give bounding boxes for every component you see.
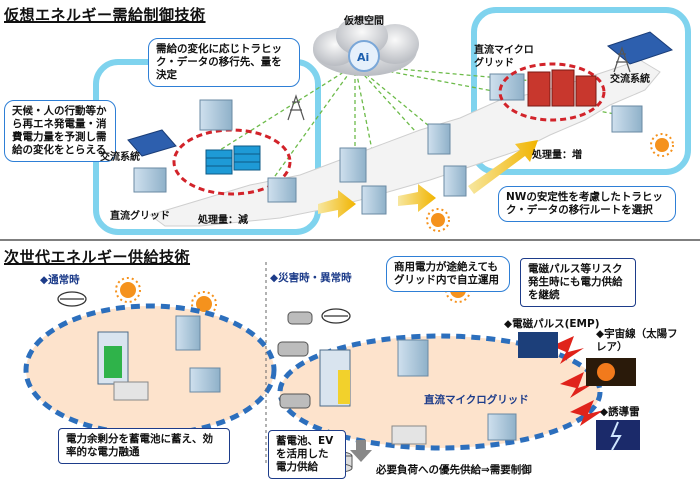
server-rack-icon <box>527 69 597 107</box>
traffic-callout: 需給の変化に応じトラヒック・データの移行先、量を決定 <box>148 38 300 87</box>
left-datacenter-ring <box>172 128 292 196</box>
risk-solar-flare: ◆宇宙線（太陽フレア） <box>596 328 678 353</box>
tower-icon <box>287 46 631 121</box>
left-ac-label: 交流系統 <box>100 152 140 163</box>
left-load-label: 処理量：減 <box>198 215 248 226</box>
emp-image <box>518 332 558 358</box>
building-icon <box>113 315 517 445</box>
emp-callout: 電磁パルス等リスク発生時にも電力供給を継続 <box>520 258 636 307</box>
migration-arrows <box>318 140 538 218</box>
route-callout: NWの安定性を考慮したトラヒック・データの移行ルートを選択 <box>498 186 676 222</box>
microgrid-area <box>280 336 600 448</box>
microgrid-loop <box>277 333 603 451</box>
normal-heading: ◆通常時 <box>40 274 80 286</box>
top-section-title: 仮想エネルギー需給制御技術 <box>4 6 206 24</box>
right-dc-label: 直流マイクログリッド <box>474 45 534 69</box>
grid-callout: 商用電力が途絶えてもグリッド内で自立運用 <box>386 256 510 292</box>
microgrid-label: 直流マイクログリッド <box>424 394 529 406</box>
ev-car-icon <box>277 311 313 409</box>
right-area-frame <box>471 7 691 175</box>
risk-lightning: ◆誘導雷 <box>600 406 640 418</box>
left-dc-label: 直流グリッド <box>110 211 170 222</box>
cloud-label: 仮想空間 <box>344 16 384 27</box>
right-load-label: 処理量：増 <box>532 150 582 161</box>
ai-icon: Ai <box>357 51 370 64</box>
down-arrow <box>350 440 372 462</box>
forecast-callout: 天候・人の行動等から再エネ発電量・消費電力量を予測し需給の変化をとらえる <box>4 100 116 162</box>
hazard-arrow <box>552 336 604 426</box>
normal-callout: 電力余剰分を蓄電池に蓄え、効率的な電力融通 <box>58 428 230 464</box>
right-ac-label: 交流系統 <box>610 74 650 85</box>
risk-emp: ◆電磁パルス(EMP) <box>504 318 600 330</box>
disaster-heading: ◆災害時・異常時 <box>270 272 352 284</box>
bottom-section-title: 次世代エネルギー供給技術 <box>4 248 191 266</box>
battery-icon <box>97 331 351 407</box>
drone-icon <box>57 291 351 324</box>
normal-grid-area <box>26 306 274 434</box>
server-rack-icon <box>205 145 261 175</box>
right-datacenter-ring <box>498 62 606 122</box>
ev-callout: 蓄電池、EVを活用した電力供給 <box>268 430 346 479</box>
cloud-icon <box>313 16 419 76</box>
priority-supply-label: 必要負荷への優先供給⇒需要制御 <box>376 464 532 476</box>
